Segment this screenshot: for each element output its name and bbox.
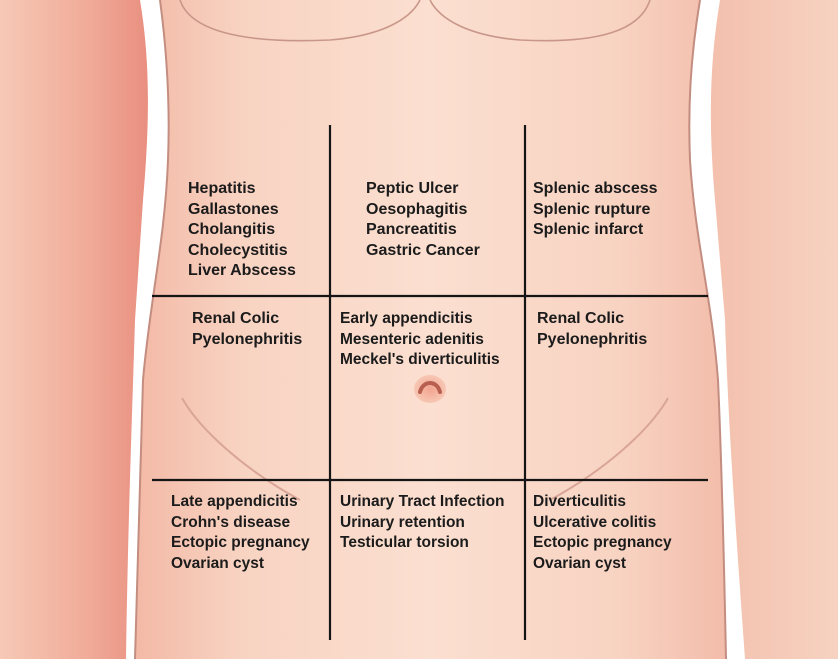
right-arm [711,0,838,659]
condition-label: Late appendicitis [171,492,310,513]
right-lumbar-region: Renal Colic Pyelonephritis [192,309,302,350]
condition-label: Splenic rupture [533,200,658,221]
condition-label: Liver Abscess [188,261,296,282]
condition-label: Cholangitis [188,220,296,241]
hypogastric-region: Urinary Tract Infection Urinary retentio… [340,492,505,554]
condition-label: Pyelonephritis [537,330,647,351]
condition-label: Mesenteric adenitis [340,330,500,351]
condition-label: Pyelonephritis [192,330,302,351]
left-hypochondriac-region: Splenic abscess Splenic rupture Splenic … [533,179,658,241]
condition-label: Diverticulitis [533,492,672,513]
condition-label: Splenic abscess [533,179,658,200]
condition-label: Crohn's disease [171,513,310,534]
condition-label: Peptic Ulcer [366,179,480,200]
condition-label: Ectopic pregnancy [171,533,310,554]
condition-label: Cholecystitis [188,241,296,262]
left-iliac-region: Diverticulitis Ulcerative colitis Ectopi… [533,492,672,574]
condition-label: Urinary Tract Infection [340,492,505,513]
condition-label: Meckel's diverticulitis [340,350,500,371]
condition-label: Hepatitis [188,179,296,200]
condition-label: Gastric Cancer [366,241,480,262]
right-iliac-region: Late appendicitis Crohn's disease Ectopi… [171,492,310,574]
epigastric-region: Peptic Ulcer Oesophagitis Pancreatitis G… [366,179,480,261]
condition-label: Ovarian cyst [533,554,672,575]
left-arm [0,0,148,659]
navel [414,375,446,403]
condition-label: Splenic infarct [533,220,658,241]
left-lumbar-region: Renal Colic Pyelonephritis [537,309,647,350]
condition-label: Gallastones [188,200,296,221]
umbilical-region: Early appendicitis Mesenteric adenitis M… [340,309,500,371]
condition-label: Renal Colic [537,309,647,330]
condition-label: Early appendicitis [340,309,500,330]
condition-label: Oesophagitis [366,200,480,221]
condition-label: Testicular torsion [340,533,505,554]
right-hypochondriac-region: Hepatitis Gallastones Cholangitis Cholec… [188,179,296,282]
condition-label: Ulcerative colitis [533,513,672,534]
condition-label: Renal Colic [192,309,302,330]
condition-label: Ovarian cyst [171,554,310,575]
condition-label: Pancreatitis [366,220,480,241]
condition-label: Ectopic pregnancy [533,533,672,554]
condition-label: Urinary retention [340,513,505,534]
